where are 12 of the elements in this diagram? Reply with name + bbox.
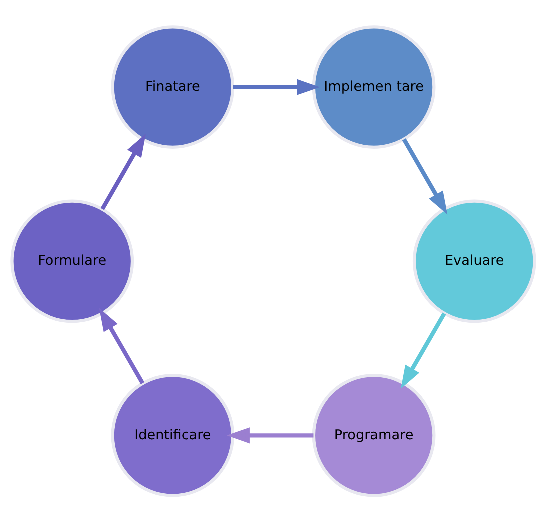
node-circle: Evaluare bbox=[412, 199, 536, 323]
arrow bbox=[233, 78, 320, 95]
arrow bbox=[226, 427, 314, 444]
arrow bbox=[100, 134, 146, 210]
arrow bbox=[99, 308, 145, 384]
node-circle: Programare bbox=[312, 373, 436, 497]
node-circle: Implemen tare bbox=[312, 25, 436, 149]
arrow bbox=[402, 138, 448, 214]
node-circle: Formulare bbox=[10, 199, 134, 323]
arrow bbox=[401, 312, 446, 388]
node-circle: Identificare bbox=[111, 373, 235, 497]
node-circle: Finatare bbox=[111, 25, 235, 149]
